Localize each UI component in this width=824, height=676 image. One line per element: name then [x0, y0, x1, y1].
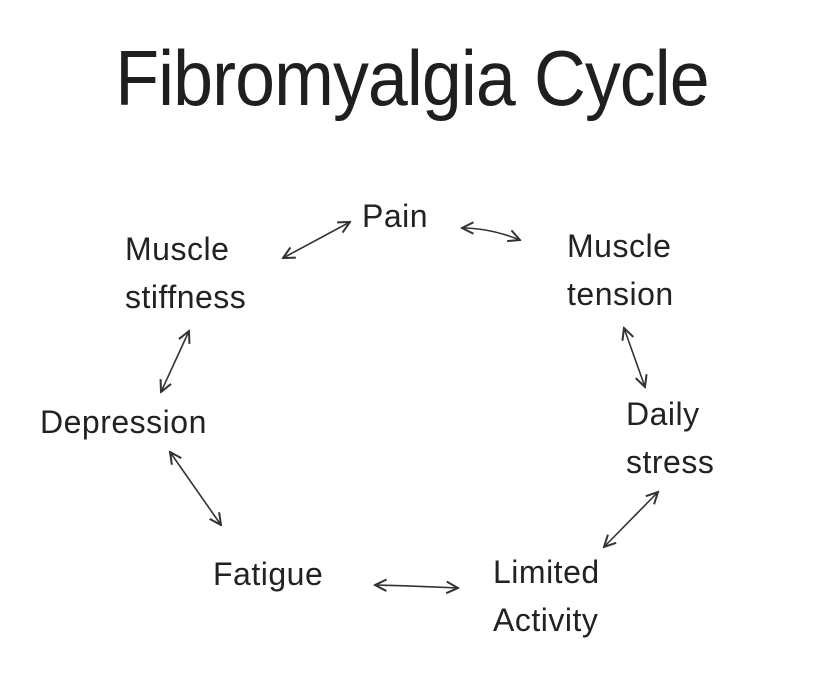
node-label: stiffness — [125, 279, 247, 315]
node-label: stress — [626, 444, 715, 480]
node-pain: Pain — [362, 192, 428, 240]
arrow-pain-tension — [462, 228, 520, 240]
node-label: Depression — [40, 404, 207, 440]
node-label: tension — [567, 276, 674, 312]
arrow-depression-stiffness — [161, 331, 189, 392]
node-label: Limited — [493, 554, 600, 590]
arrow-stiffness-pain — [283, 222, 350, 258]
node-muscle-tension: Muscle tension — [567, 222, 674, 318]
node-fatigue: Fatigue — [213, 550, 323, 598]
node-daily-stress: Daily stress — [626, 390, 714, 486]
arrow-daily-limited — [604, 492, 658, 547]
node-label: Fatigue — [213, 556, 324, 592]
arrow-tension-daily — [624, 328, 645, 387]
node-depression: Depression — [40, 398, 207, 446]
node-limited-activity: Limited Activity — [493, 548, 600, 644]
node-label: Pain — [362, 198, 429, 234]
node-label: Daily — [626, 396, 700, 432]
node-label: Muscle — [567, 228, 672, 264]
node-label: Activity — [493, 602, 599, 638]
node-label: Muscle — [125, 231, 230, 267]
diagram-title: Fibromyalgia Cycle — [115, 34, 710, 122]
arrow-fatigue-depression — [170, 452, 221, 525]
node-muscle-stiffness: Muscle stiffness — [125, 225, 246, 321]
arrow-limited-fatigue — [375, 585, 458, 588]
